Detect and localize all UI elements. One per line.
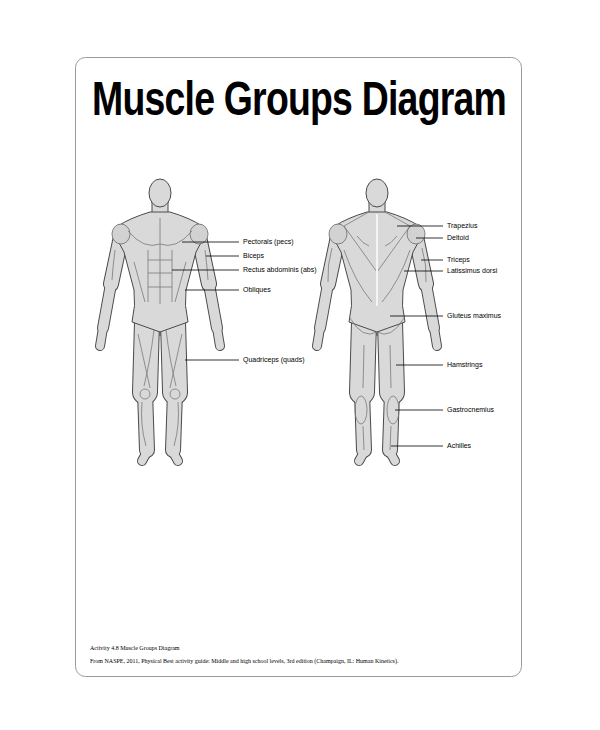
leader-line: [395, 410, 443, 411]
linea-alba: [160, 218, 161, 304]
title: Muscle Groups Diagram: [92, 75, 506, 123]
back-figure: [317, 179, 437, 461]
muscle-label: Hamstrings: [447, 361, 482, 369]
body: [100, 179, 220, 461]
muscle-label: Trapezius: [447, 222, 477, 230]
muscle-label: Triceps: [447, 256, 470, 264]
leader-line: [172, 270, 239, 271]
triceps-line: [328, 248, 426, 282]
shin-line: [142, 402, 179, 446]
muscle-label: Gastrocnemius: [447, 406, 494, 414]
knee: [170, 389, 180, 399]
muscle-label: Latissimus dorsi: [447, 267, 497, 275]
knee: [140, 389, 150, 399]
leader-line: [391, 446, 443, 447]
leader-line: [404, 271, 443, 272]
muscle-label: Deltoid: [447, 234, 469, 242]
card-border: [76, 58, 522, 677]
muscle-label: Obliques: [243, 286, 271, 294]
abs-line: [148, 260, 172, 287]
muscle-label: Quadriceps (quads): [243, 356, 304, 364]
quad-line: [138, 334, 182, 388]
muscle-label: Rectus abdominis (abs): [243, 266, 317, 274]
leader-line: [416, 238, 443, 239]
abs-line: [148, 250, 172, 302]
spine: [376, 214, 378, 306]
latissimus-line: [344, 250, 410, 302]
gluteus-line: [350, 318, 404, 334]
achilles-tendon: [363, 426, 391, 450]
biceps-line: [112, 250, 208, 280]
muscle-label: Pectorals (pecs): [243, 238, 294, 246]
leader-line: [421, 260, 443, 261]
oblique-line: [134, 262, 186, 302]
caption: Activity 4.8 Muscle Groups Diagram: [90, 645, 179, 652]
quad-line: [144, 330, 176, 386]
hamstring-line: [363, 345, 391, 388]
muscle-label: Gluteus maximus: [447, 312, 501, 320]
leader-line: [396, 365, 443, 366]
front-figure: [100, 179, 220, 461]
leader-line: [185, 360, 239, 361]
source-note: From NASPE, 2011, Physical Best activity…: [90, 658, 398, 665]
scapula-line: [357, 236, 397, 246]
body: [317, 179, 437, 461]
muscle-label: Biceps: [243, 252, 264, 260]
leader-line: [182, 242, 239, 243]
calf: [355, 396, 367, 424]
leader-line: [397, 226, 443, 227]
leader-line: [390, 316, 443, 317]
muscle-label: Achilles: [447, 442, 471, 450]
leader-line: [206, 256, 239, 257]
leader-line: [185, 290, 239, 291]
